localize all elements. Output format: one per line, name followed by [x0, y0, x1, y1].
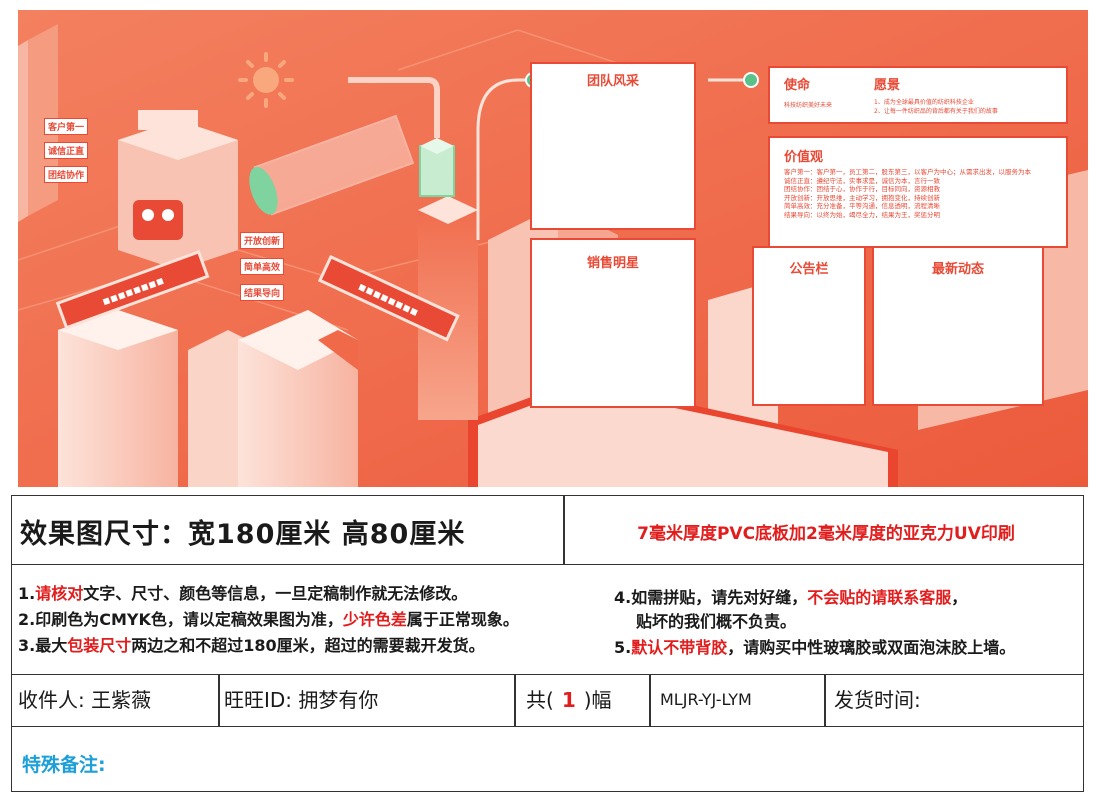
divider — [563, 496, 565, 564]
note-4-continued: 贴坏的我们概不负责。 — [636, 612, 797, 631]
note-1-text-rest: 文字、尺寸、颜色等信息，一旦定稿制作就无法修改。 — [83, 584, 468, 603]
news-panel: 最新动态 — [872, 246, 1044, 406]
values-line-2: 诚信正直：遵纪守法，实事求是，诚信为本，言行一致 — [784, 176, 940, 185]
note-3-highlight: 包装尺寸 — [67, 636, 132, 655]
sign-simple-efficient: 简单高效 — [240, 258, 285, 275]
note-2-highlight: 少许色差 — [342, 610, 407, 629]
count-value: 1 — [561, 688, 576, 712]
sales-panel: 销售明星 — [530, 238, 696, 408]
note-2-text-rest: 属于正常现象。 — [406, 610, 519, 629]
values-panel: 价值观 客户第一：客户第一，员工第二，股东第三，以客户为中心；从需求出发，以服务… — [768, 136, 1068, 248]
values-title: 价值观 — [784, 150, 824, 165]
wall-artwork: ▪▪▪▪▪▪▪▪ ▪▪▪▪▪▪▪▪ 客户第一 诚信正直 团结协作 开放创新 简单… — [18, 10, 1088, 487]
note-1-highlight: 请核对 — [35, 584, 84, 603]
count-prefix: 共( — [526, 688, 554, 712]
note-5-text: 5. — [614, 638, 632, 657]
note-3: 3.最大包装尺寸两边之和不超过180厘米，超过的需要裁开发货。 — [18, 632, 485, 656]
special-remark: 特殊备注: — [22, 754, 106, 776]
values-lines: 客户第一：客户第一，员工第二，股东第三，以客户为中心；从需求出发，以服务为本 诚… — [784, 168, 1056, 220]
notice-panel-title: 公告栏 — [789, 262, 829, 277]
divider — [649, 674, 651, 726]
sign-result-oriented: 结果导向 — [240, 284, 285, 301]
sales-panel-title: 销售明星 — [586, 256, 639, 271]
note-4: 4.如需拼贴，请先对好缝，不会贴的请联系客服， — [614, 584, 967, 608]
sign-open-innovation: 开放创新 — [240, 232, 285, 249]
sign-customer-first: 客户第一 — [44, 118, 89, 135]
divider — [824, 674, 826, 726]
order-info-table: 效果图尺寸：宽180厘米 高80厘米 7毫米厚度PVC底板加2毫米厚度的亚克力U… — [11, 495, 1084, 792]
note-3-text-rest: 两边之和不超过180厘米，超过的需要裁开发货。 — [131, 636, 485, 655]
values-line-3: 团结协作：团结于心，协作于行，目标同向，资源相救 — [784, 185, 940, 194]
note-4-text: 4.如需拼贴，请先对好缝， — [614, 588, 808, 607]
mission-vision-panel: 使命 科技纺织美好未来 愿景 1、成为全球最具价值的纺织科技企业 2、让每一件纺… — [768, 66, 1068, 124]
values-line-5: 简单高效：充分准备，平等沟通，信息透明，流程清晰 — [784, 202, 940, 211]
vision-text: 1、成为全球最具价值的纺织科技企业 2、让每一件纺织品的背后都有关于我们的故事 — [874, 98, 998, 116]
wangwang-id: 旺旺ID: 拥梦有你 — [224, 688, 379, 712]
size-title: 效果图尺寸：宽180厘米 高80厘米 — [20, 519, 466, 550]
shipping-row: 收件人: 王紫薇 旺旺ID: 拥梦有你 共( 1 )幅 MLJR-YJ-LYM 发货… — [12, 674, 1083, 727]
recipient: 收件人: 王紫薇 — [18, 688, 152, 712]
notes-block: 1.请核对文字、尺寸、颜色等信息，一旦定稿制作就无法修改。 2.印刷色为CMYK… — [12, 564, 1083, 675]
values-line-4: 开放创新：开放思维，主动学习，拥抱变化，持续创新 — [784, 193, 940, 202]
count-suffix: )幅 — [583, 688, 612, 712]
notice-panel: 公告栏 — [752, 246, 866, 406]
size-row: 效果图尺寸：宽180厘米 高80厘米 7毫米厚度PVC底板加2毫米厚度的亚克力U… — [12, 496, 1083, 565]
note-5-highlight: 默认不带背胶 — [631, 638, 728, 657]
mission-title: 使命 — [784, 78, 811, 93]
piece-count: 共( 1 )幅 — [526, 674, 612, 726]
vision-line-1: 1、成为全球最具价值的纺织科技企业 — [874, 99, 974, 106]
product-code: MLJR-YJ-LYM — [660, 690, 752, 709]
note-4-text-rest: ， — [951, 588, 968, 607]
vision-line-2: 2、让每一件纺织品的背后都有关于我们的故事 — [874, 108, 998, 115]
note-1-text: 1. — [18, 584, 36, 603]
divider — [218, 674, 220, 726]
ship-time: 发货时间: — [834, 688, 921, 712]
divider — [514, 674, 516, 726]
note-5: 5.默认不带背胶，请购买中性玻璃胶或双面泡沫胶上墙。 — [614, 634, 1015, 658]
note-1: 1.请核对文字、尺寸、颜色等信息，一旦定稿制作就无法修改。 — [18, 580, 467, 604]
note-5-text-rest: ，请购买中性玻璃胶或双面泡沫胶上墙。 — [727, 638, 1016, 657]
team-panel: 团队风采 — [530, 62, 696, 230]
values-line-6: 结果导向：以终为始，竭尽全力，结果为王，奖惩分明 — [784, 210, 940, 219]
team-panel-title: 团队风采 — [586, 74, 639, 89]
note-3-text: 3.最大 — [18, 636, 68, 655]
values-line-1: 客户第一：客户第一，员工第二，股东第三，以客户为中心；从需求出发，以服务为本 — [784, 168, 1031, 176]
news-panel-title: 最新动态 — [931, 262, 984, 277]
note-2-text: 2.印刷色为CMYK色，请以定稿效果图为准， — [18, 610, 343, 629]
connector-dot-mission — [743, 72, 759, 88]
note-2: 2.印刷色为CMYK色，请以定稿效果图为准，少许色差属于正常现象。 — [18, 606, 519, 630]
vision-title: 愿景 — [874, 78, 901, 93]
note-4-highlight: 不会贴的请联系客服 — [807, 588, 952, 607]
sign-teamwork: 团结协作 — [44, 166, 89, 183]
material-spec: 7毫米厚度PVC底板加2毫米厚度的亚克力UV印刷 — [637, 524, 1015, 544]
mission-text: 科技纺织美好未来 — [784, 102, 833, 109]
sign-integrity: 诚信正直 — [44, 142, 89, 159]
